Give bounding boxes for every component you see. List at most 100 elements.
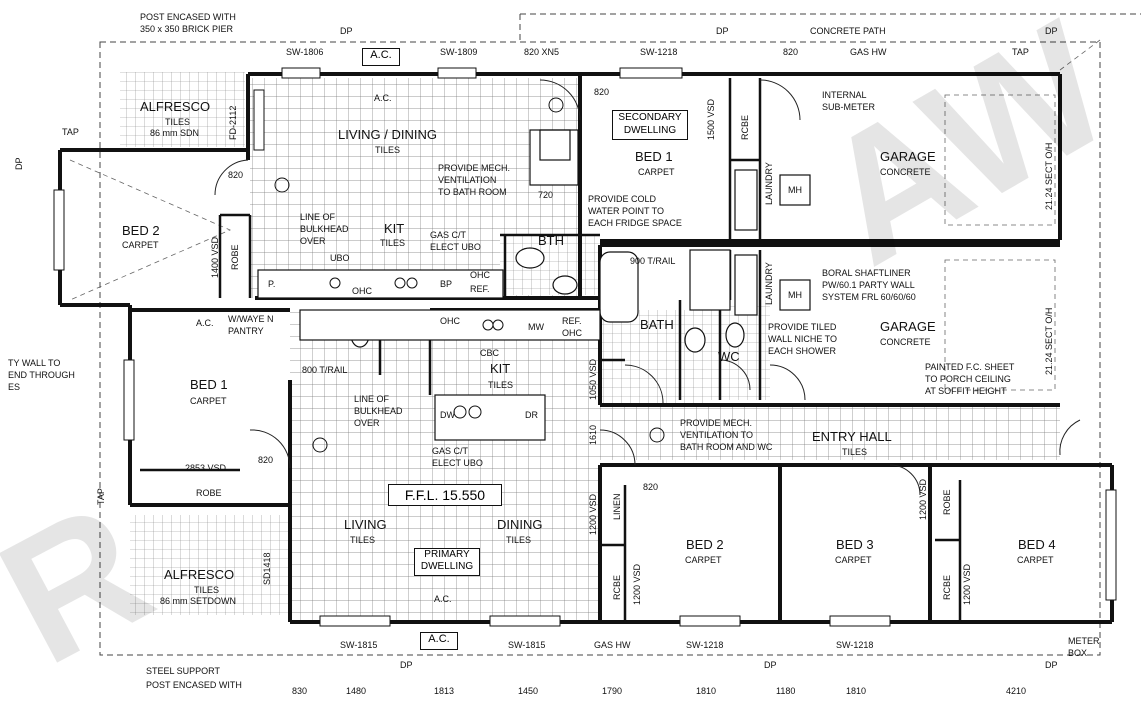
- note-gas: GAS C/T: [432, 446, 469, 456]
- so-label: 1610: [588, 424, 598, 445]
- note-party-wall: TY WALL TO: [8, 358, 61, 368]
- finish-label: TILES: [488, 380, 514, 390]
- finish-label: 86 mm SETDOWN: [160, 596, 237, 606]
- door-swings: [214, 79, 1081, 496]
- finish-label: TILES: [165, 117, 191, 127]
- room-wc: WC: [718, 349, 740, 364]
- tap-label: TAP: [96, 488, 106, 505]
- finish-label: CONCRETE: [880, 167, 931, 177]
- note-meter-box: BOX: [1068, 648, 1088, 658]
- door-size: 820: [594, 87, 610, 97]
- ac-unit: A.C.: [420, 632, 458, 650]
- mw-label: MW: [528, 322, 544, 332]
- dr-label: DR: [525, 410, 538, 420]
- room-pantry: PANTRY: [228, 326, 264, 336]
- dimension: 1810: [696, 686, 717, 696]
- window-label: SW-1815: [508, 640, 546, 650]
- towel-rail: 900 T/RAIL: [630, 256, 676, 266]
- room-alfresco-bottom: ALFRESCO: [164, 567, 235, 582]
- note-boral: BORAL SHAFTLINER: [822, 268, 911, 278]
- finish-label: TILES: [350, 535, 376, 545]
- note-submeter: SUB-METER: [822, 102, 876, 112]
- note-party-wall: ES: [8, 382, 21, 392]
- gas-hw-label: GAS HW: [594, 640, 631, 650]
- ref-label: REF.: [470, 284, 490, 294]
- ohc-label: OHC: [352, 286, 372, 296]
- note-party-wall: END THROUGH: [8, 370, 75, 380]
- vsd-label: 2853 VSD: [185, 463, 227, 473]
- note-fc-sheet: PAINTED F.C. SHEET: [925, 362, 1015, 372]
- tap-label: TAP: [62, 127, 79, 137]
- vsd-label: 1200 VSD: [632, 563, 642, 605]
- note-vent: VENTILATION TO: [680, 430, 754, 440]
- gas-hw-label: GAS HW: [850, 47, 887, 57]
- note-mech-vent: PROVIDE MECH.: [438, 163, 511, 173]
- room-garage-top: GARAGE: [880, 149, 936, 164]
- note-gas: ELECT UBO: [432, 458, 483, 468]
- dp-marker: DP: [1045, 660, 1058, 670]
- vsd-label: 1200 VSD: [588, 493, 598, 535]
- note-mech-vent: TO BATH ROOM: [438, 187, 507, 197]
- note-bulkhead: BULKHEAD: [354, 406, 403, 416]
- dp-marker: DP: [716, 26, 729, 36]
- finish-label: TILES: [375, 145, 401, 155]
- finish-label: TILES: [380, 238, 406, 248]
- room-bed1-top: BED 1: [635, 149, 673, 164]
- note-gas: GAS C/T: [430, 230, 467, 240]
- dp-marker: DP: [14, 157, 24, 170]
- dimension: 830: [292, 686, 308, 696]
- note-gas: ELECT UBO: [430, 242, 481, 252]
- dimension: 1480: [346, 686, 367, 696]
- ac-label: A.C.: [374, 93, 392, 103]
- finish-label: CARPET: [685, 555, 722, 565]
- robe-label: RCBE: [740, 114, 750, 140]
- dp-marker: DP: [1045, 26, 1058, 36]
- room-bath: BATH: [640, 317, 674, 332]
- note-vent: PROVIDE MECH.: [680, 418, 753, 428]
- finish-label: 86 mm SDN: [150, 128, 200, 138]
- tag-line: DWELLING: [420, 561, 474, 572]
- note-submeter: INTERNAL: [822, 90, 867, 100]
- room-pantry: W/WAYE N: [228, 314, 274, 324]
- window-label: SW-1815: [340, 640, 378, 650]
- door-size: 820: [258, 455, 274, 465]
- tiled-floors: [120, 72, 1060, 620]
- robe-label: ROBE: [196, 488, 222, 498]
- note-fc-sheet: TO PORCH CEILING: [925, 374, 1011, 384]
- ohc-label: OHC: [470, 270, 490, 280]
- ohc-label: OHC: [562, 328, 582, 338]
- finish-label: TILES: [842, 447, 868, 457]
- vsd-label: 1200 VSD: [918, 478, 928, 520]
- finish-label: TILES: [194, 585, 220, 595]
- room-garage-mid: GARAGE: [880, 319, 936, 334]
- dimension: 1180: [776, 686, 796, 696]
- dimension: 1810: [846, 686, 867, 696]
- ac-label: A.C.: [434, 594, 452, 604]
- robe-label: ROBE: [942, 489, 952, 515]
- window-label: SW-1809: [440, 47, 478, 57]
- cbc-label: CBC: [480, 348, 500, 358]
- ffl-level: F.F.L. 15.550: [388, 484, 502, 506]
- fixtures: [257, 129, 811, 441]
- room-kit-main: KIT: [490, 361, 511, 376]
- dimension: 1450: [518, 686, 539, 696]
- dp-marker: DP: [400, 660, 413, 670]
- note-fc-sheet: AT SOFFIT HEIGHT: [925, 386, 1007, 396]
- dimension: 1813: [434, 686, 455, 696]
- door-size: 820: [643, 482, 659, 492]
- ac-unit: A.C.: [362, 48, 400, 66]
- note-tiled-niche: PROVIDE TILED: [768, 322, 837, 332]
- ubo-label: UBO: [330, 253, 350, 263]
- room-bth: BTH: [538, 233, 564, 248]
- dp-marker: DP: [764, 660, 777, 670]
- room-living: LIVING: [344, 517, 387, 532]
- finish-label: CARPET: [122, 240, 159, 250]
- window-label: SW-1218: [836, 640, 874, 650]
- note-post-top: POST ENCASED WITH: [140, 12, 236, 22]
- door-label: 820: [783, 47, 799, 57]
- mh-label: MH: [788, 185, 802, 195]
- room-alfresco-top: ALFRESCO: [140, 99, 211, 114]
- dimension: 4210: [1006, 686, 1027, 696]
- finish-label: CARPET: [1017, 555, 1054, 565]
- window-label: SW-1218: [640, 47, 678, 57]
